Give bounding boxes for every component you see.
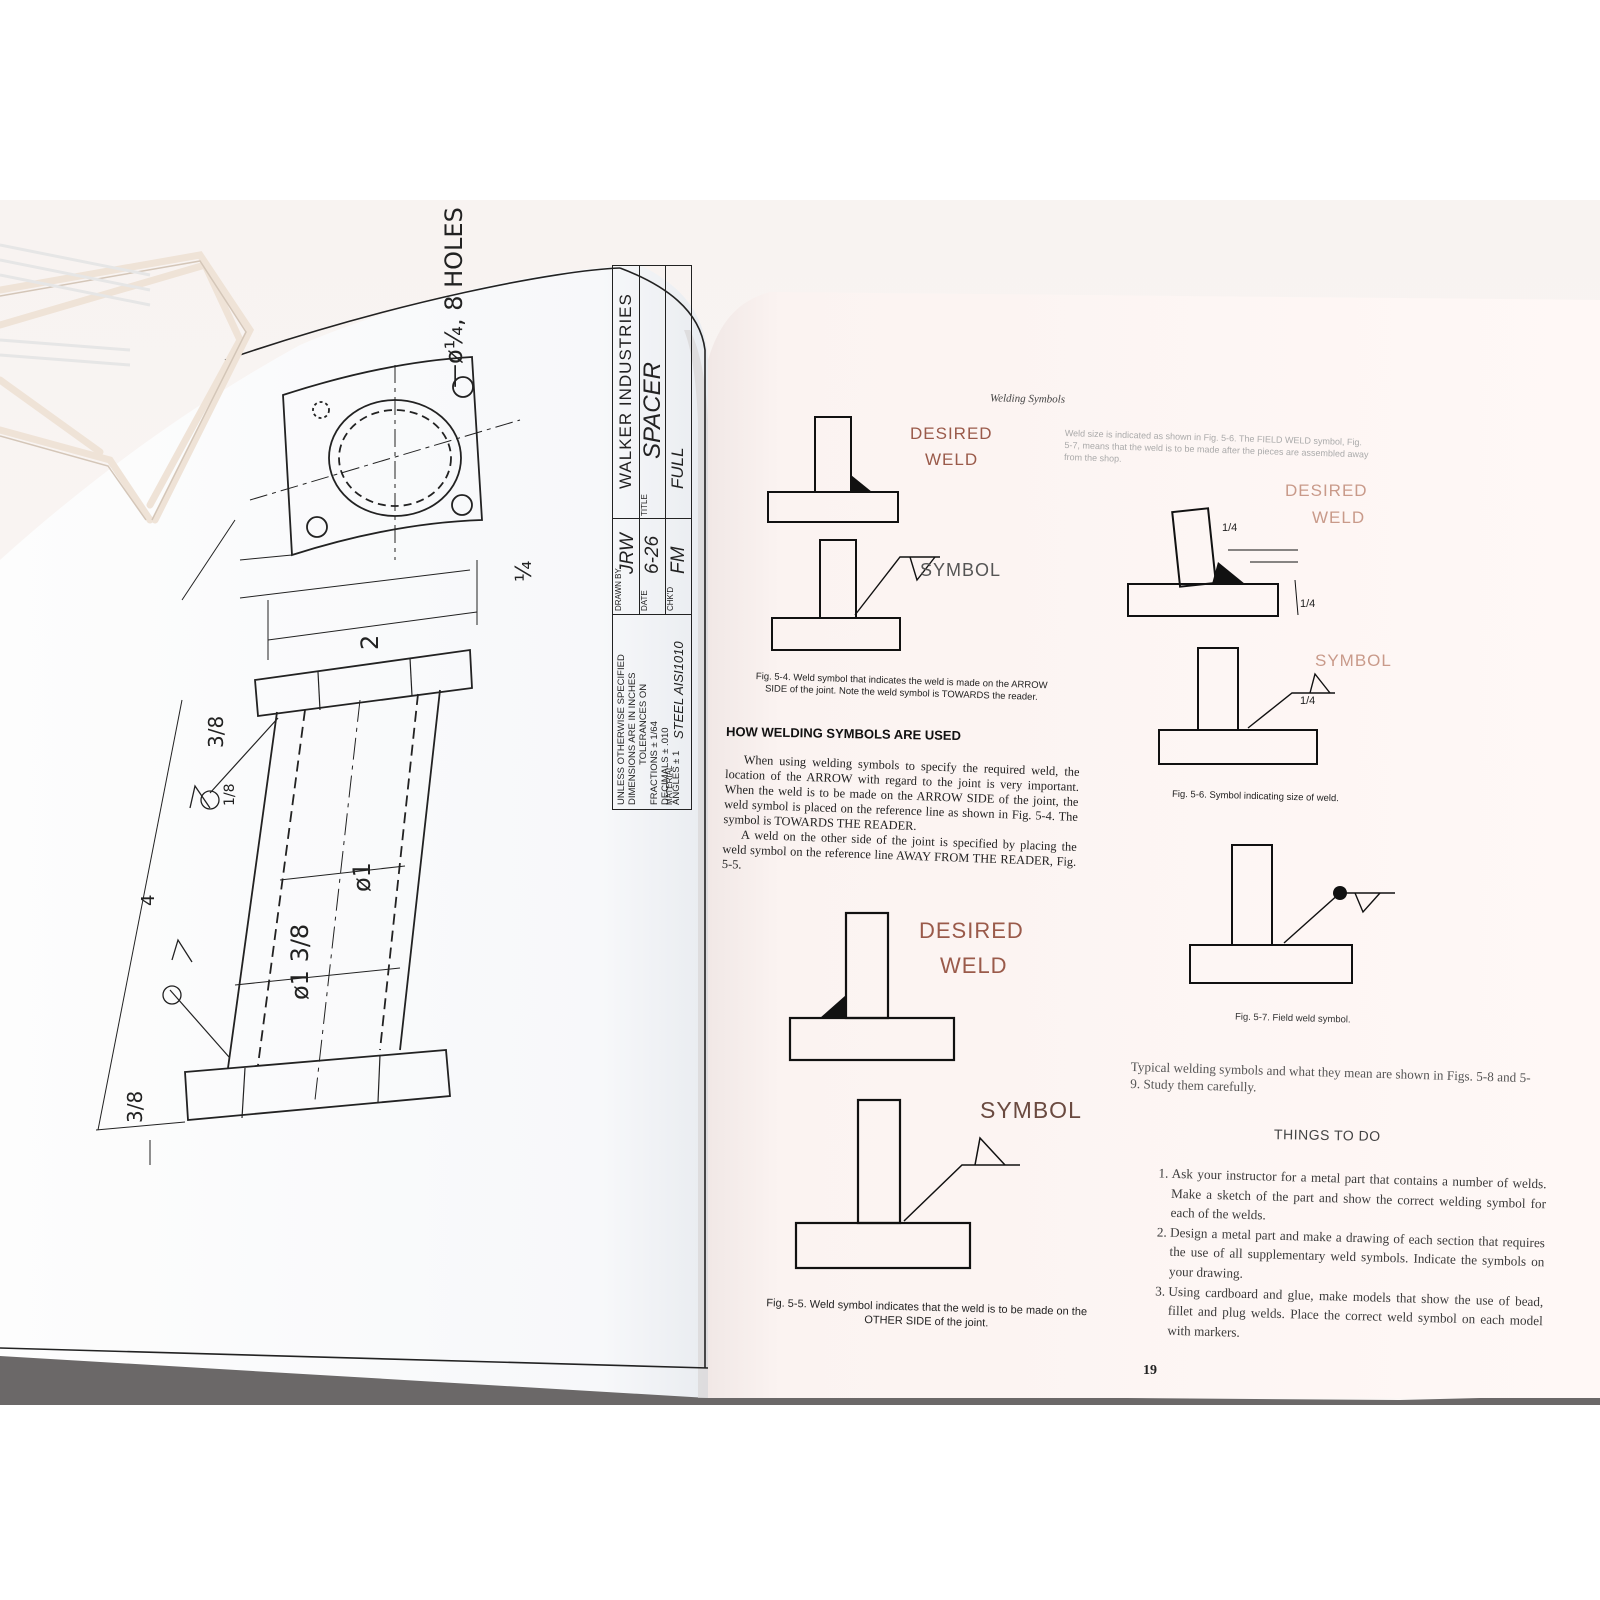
fig55-desired: DESIRED <box>919 918 1024 943</box>
fig55-symbol: SYMBOL <box>980 1097 1082 1123</box>
fig-5-4-drawing <box>767 416 940 651</box>
fig56-symbol: SYMBOL <box>1315 651 1392 670</box>
chkd-cell: CHK'D FM <box>665 518 691 614</box>
scale-cell: FULL <box>668 447 687 489</box>
dim-dia-1-3-8: ø1 3/8 <box>286 923 314 1000</box>
dim-4: 4 <box>138 894 159 906</box>
technical-drawing <box>95 356 521 1165</box>
flange-top-view <box>282 356 483 557</box>
dim-quarter: ¼ <box>512 560 537 582</box>
wire-stand <box>0 243 255 524</box>
body-text: When using welding symbols to specify th… <box>722 752 1080 885</box>
list-item: Design a metal part and make a drawing o… <box>1169 1223 1545 1292</box>
fig56-dim-b: 1/4 <box>1300 598 1316 610</box>
fig-5-6-drawing <box>1127 507 1335 765</box>
fig-5-5-drawing <box>788 911 1020 1270</box>
dim-three-eighths-bottom: 3/8 <box>123 1090 147 1123</box>
fig55-weld: WELD <box>940 953 1008 978</box>
flange-side-top <box>254 648 473 718</box>
date-cell: DATE 6-26 <box>639 518 666 614</box>
holes-note: —ø¼, 8 HOLES <box>440 207 468 388</box>
things-list: Ask your instructor for a metal part tha… <box>1137 1163 1547 1351</box>
title-cell: TITLE SPACER <box>639 266 666 519</box>
things-heading: THINGS TO DO <box>1273 1126 1381 1144</box>
dim-2: 2 <box>356 634 384 650</box>
dim-three-eighths-top: 3/8 <box>204 715 228 748</box>
company-cell: WALKER INDUSTRIES <box>613 266 640 519</box>
fig56-dim-a: 1/4 <box>1222 522 1238 534</box>
paragraph-1: When using welding symbols to specify th… <box>723 752 1080 834</box>
flange-side-bottom <box>184 1049 451 1121</box>
fig56-dim-c: 1/4 <box>1300 695 1316 707</box>
dim-dia-1: ø1 <box>348 862 376 892</box>
fig54-weld: WELD <box>925 450 979 469</box>
fig54-desired: DESIRED <box>910 424 993 443</box>
title-block: UNLESS OTHERWISE SPECIFIED DIMENSIONS AR… <box>612 265 692 810</box>
fig56-desired: DESIRED <box>1285 481 1368 500</box>
running-head: Welding Symbols <box>989 392 1066 406</box>
fig-5-7-drawing <box>1189 844 1395 984</box>
weld-size-top: 1/8 <box>222 783 238 806</box>
list-item: Using cardboard and glue, make models th… <box>1167 1281 1543 1350</box>
list-item: Ask your instructor for a metal part tha… <box>1170 1164 1546 1233</box>
material-value: STEEL AISI1010 <box>671 641 686 739</box>
drawn-by-cell: DRAWN BY JRW <box>613 518 640 614</box>
page-number: 19 <box>1143 1363 1157 1378</box>
fig56-weld: WELD <box>1312 508 1366 527</box>
fig54-symbol: SYMBOL <box>920 560 1002 580</box>
